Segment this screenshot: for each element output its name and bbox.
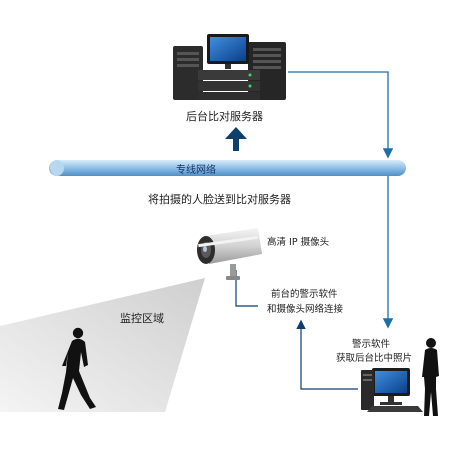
upload-arrow [225,127,247,151]
standing-person-silhouette-icon [422,338,439,416]
alarm-software-label-line2: 获取后台比中照片 [336,353,413,364]
dedicated-network-bar [49,160,406,176]
alarm-software-label-line1: 警示软件 [352,339,391,350]
workstation-to-camera-line [296,319,358,390]
monitor-zone-area [0,278,205,412]
server-rack-icon [173,34,286,100]
front-software-label-line1: 前台的警示软件 [271,289,338,300]
send-faces-label: 将拍摄的人脸送到比对服务器 [148,193,291,206]
walking-person-silhouette-icon [58,327,96,410]
dedicated-network-label: 专线网络 [176,165,216,176]
front-software-label-line2: 和摄像头网络连接 [267,304,344,315]
monitor-zone-label: 监控区域 [120,312,164,325]
camera-link-line [235,270,258,307]
camera-label: 高清 IP 摄像头 [267,237,330,248]
server-to-network-line [288,71,394,159]
bullet-camera-icon [197,228,262,280]
server-label: 后台比对服务器 [186,110,263,123]
desktop-computer-icon [361,368,423,412]
